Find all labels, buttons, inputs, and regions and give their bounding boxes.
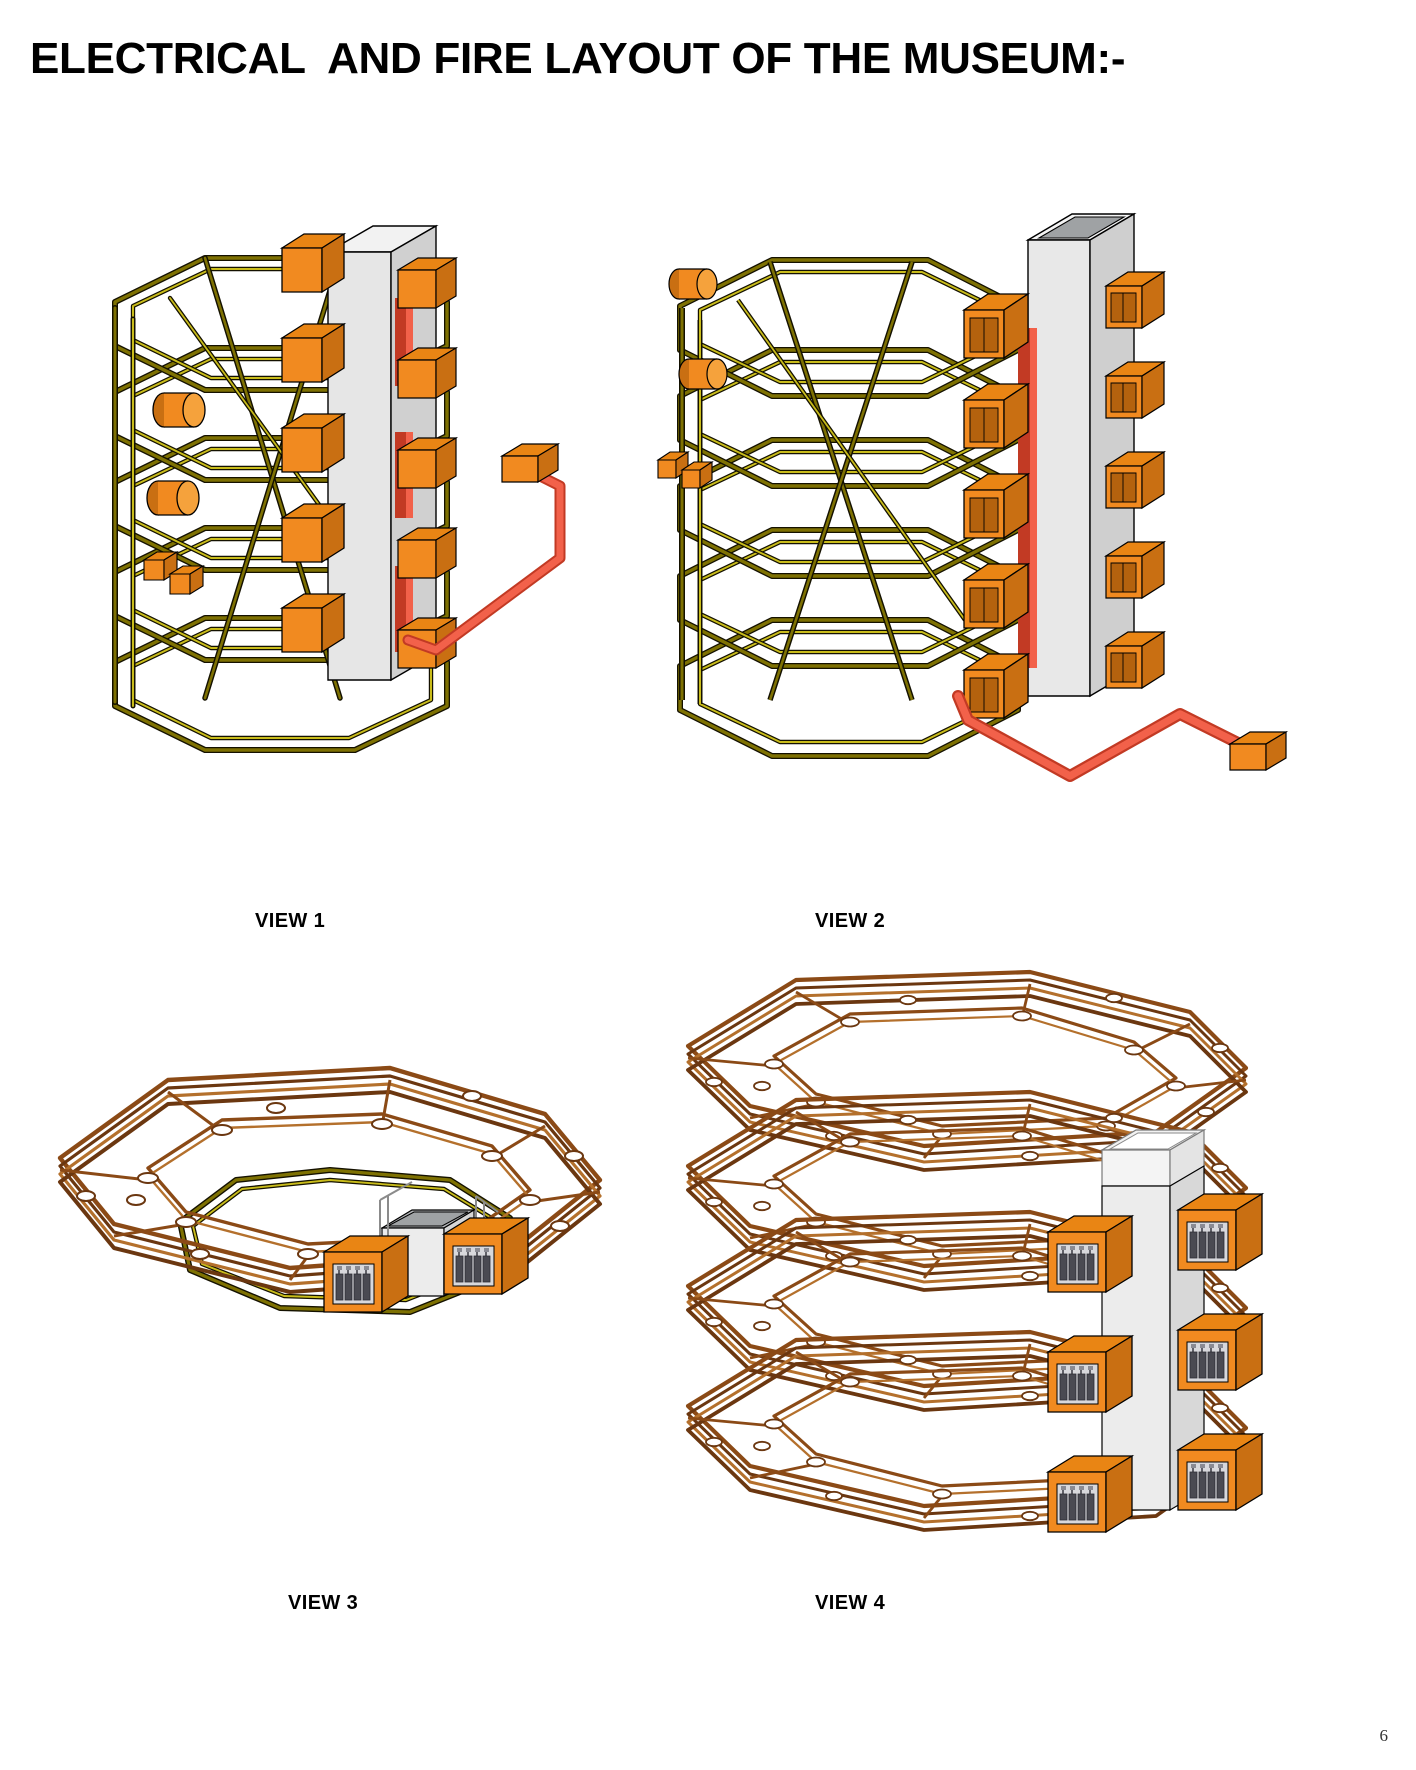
view1-fire-main-cable <box>402 468 566 656</box>
view-1-drawing <box>112 224 566 820</box>
view2-cylindrical-device-1 <box>668 268 718 300</box>
view-2-figure <box>620 180 1300 820</box>
view2-fire-main-cable <box>952 690 1262 782</box>
view-3-caption: VIEW 3 <box>288 1592 359 1614</box>
page-number: 6 <box>1379 1726 1389 1745</box>
view3-electrical-panel-left <box>323 1235 409 1313</box>
view-3-figure <box>30 1000 690 1520</box>
view-2-drawing <box>656 212 1289 782</box>
page-title: ELECTRICAL AND FIRE LAYOUT OF THE MUSEUM… <box>30 34 1126 83</box>
view1-external-junction-box <box>499 442 561 484</box>
view-1-caption: VIEW 1 <box>255 910 326 932</box>
view1-cylindrical-device-2 <box>146 480 200 516</box>
view1-cylindrical-device-1 <box>152 392 206 428</box>
view-3-drawing <box>30 1000 690 1315</box>
view-4-figure <box>650 950 1350 1550</box>
view2-junction-box-2 <box>680 460 714 490</box>
view-4-drawing <box>650 950 1263 1533</box>
view-2-caption: VIEW 2 <box>815 910 886 932</box>
view2-cylindrical-device-2 <box>678 358 728 390</box>
view3-electrical-panel-right <box>443 1217 529 1295</box>
view2-external-junction-box <box>1227 730 1289 772</box>
view-1-figure <box>40 180 660 820</box>
view-4-caption: VIEW 4 <box>815 1592 886 1614</box>
